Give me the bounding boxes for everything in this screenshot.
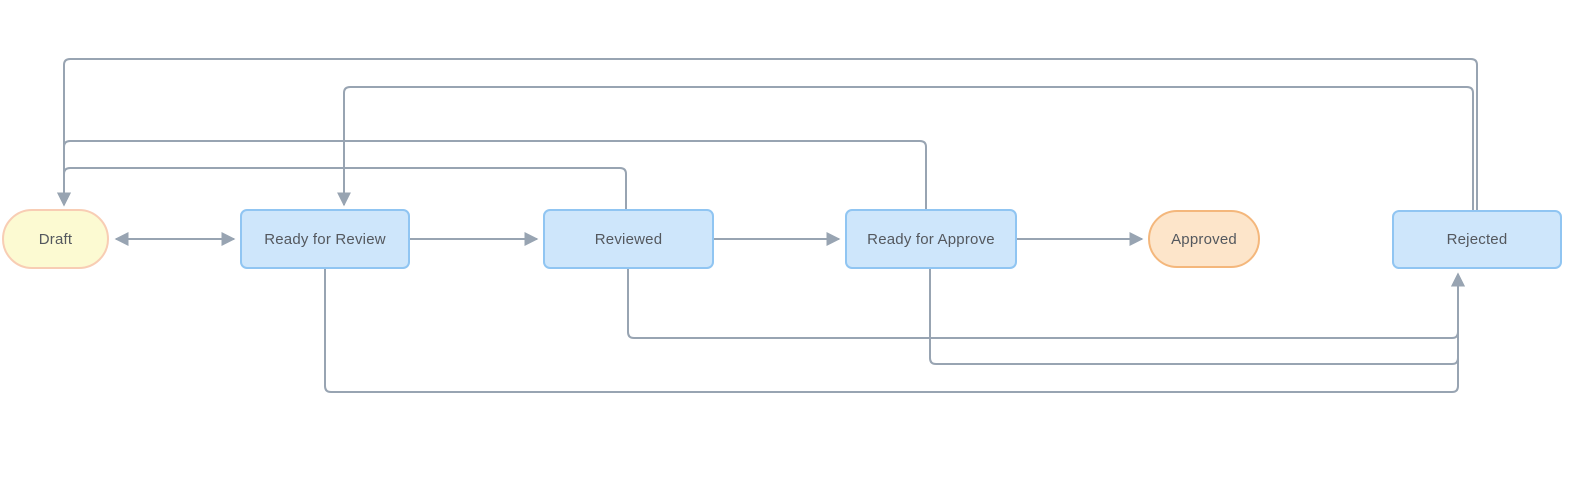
edge-reviewed-to-rejected xyxy=(627,269,1465,339)
node-draft-label: Draft xyxy=(38,230,73,248)
node-reviewed[interactable]: Reviewed xyxy=(543,209,714,269)
edge-ready-for-approve-to-draft xyxy=(57,140,927,209)
node-approved-label: Approved xyxy=(1171,230,1237,248)
edge-rejected-to-ready-for-review xyxy=(337,86,1474,210)
edge-reviewed-to-draft xyxy=(57,167,627,209)
node-ready-for-review[interactable]: Ready for Review xyxy=(240,209,410,269)
node-rejected[interactable]: Rejected xyxy=(1392,210,1562,269)
node-approved[interactable]: Approved xyxy=(1148,210,1260,268)
edge-rejected-to-draft xyxy=(57,58,1478,210)
node-rejected-label: Rejected xyxy=(1446,231,1508,248)
edge-ready-for-approve-to-rejected xyxy=(929,269,1465,365)
node-ready-for-approve[interactable]: Ready for Approve xyxy=(845,209,1017,269)
edge-ready-for-review-to-rejected xyxy=(324,269,1465,393)
node-ready-for-review-label: Ready for Review xyxy=(264,230,386,248)
node-ready-for-approve-label: Ready for Approve xyxy=(867,230,995,248)
node-reviewed-label: Reviewed xyxy=(594,230,663,248)
node-draft[interactable]: Draft xyxy=(2,209,109,269)
